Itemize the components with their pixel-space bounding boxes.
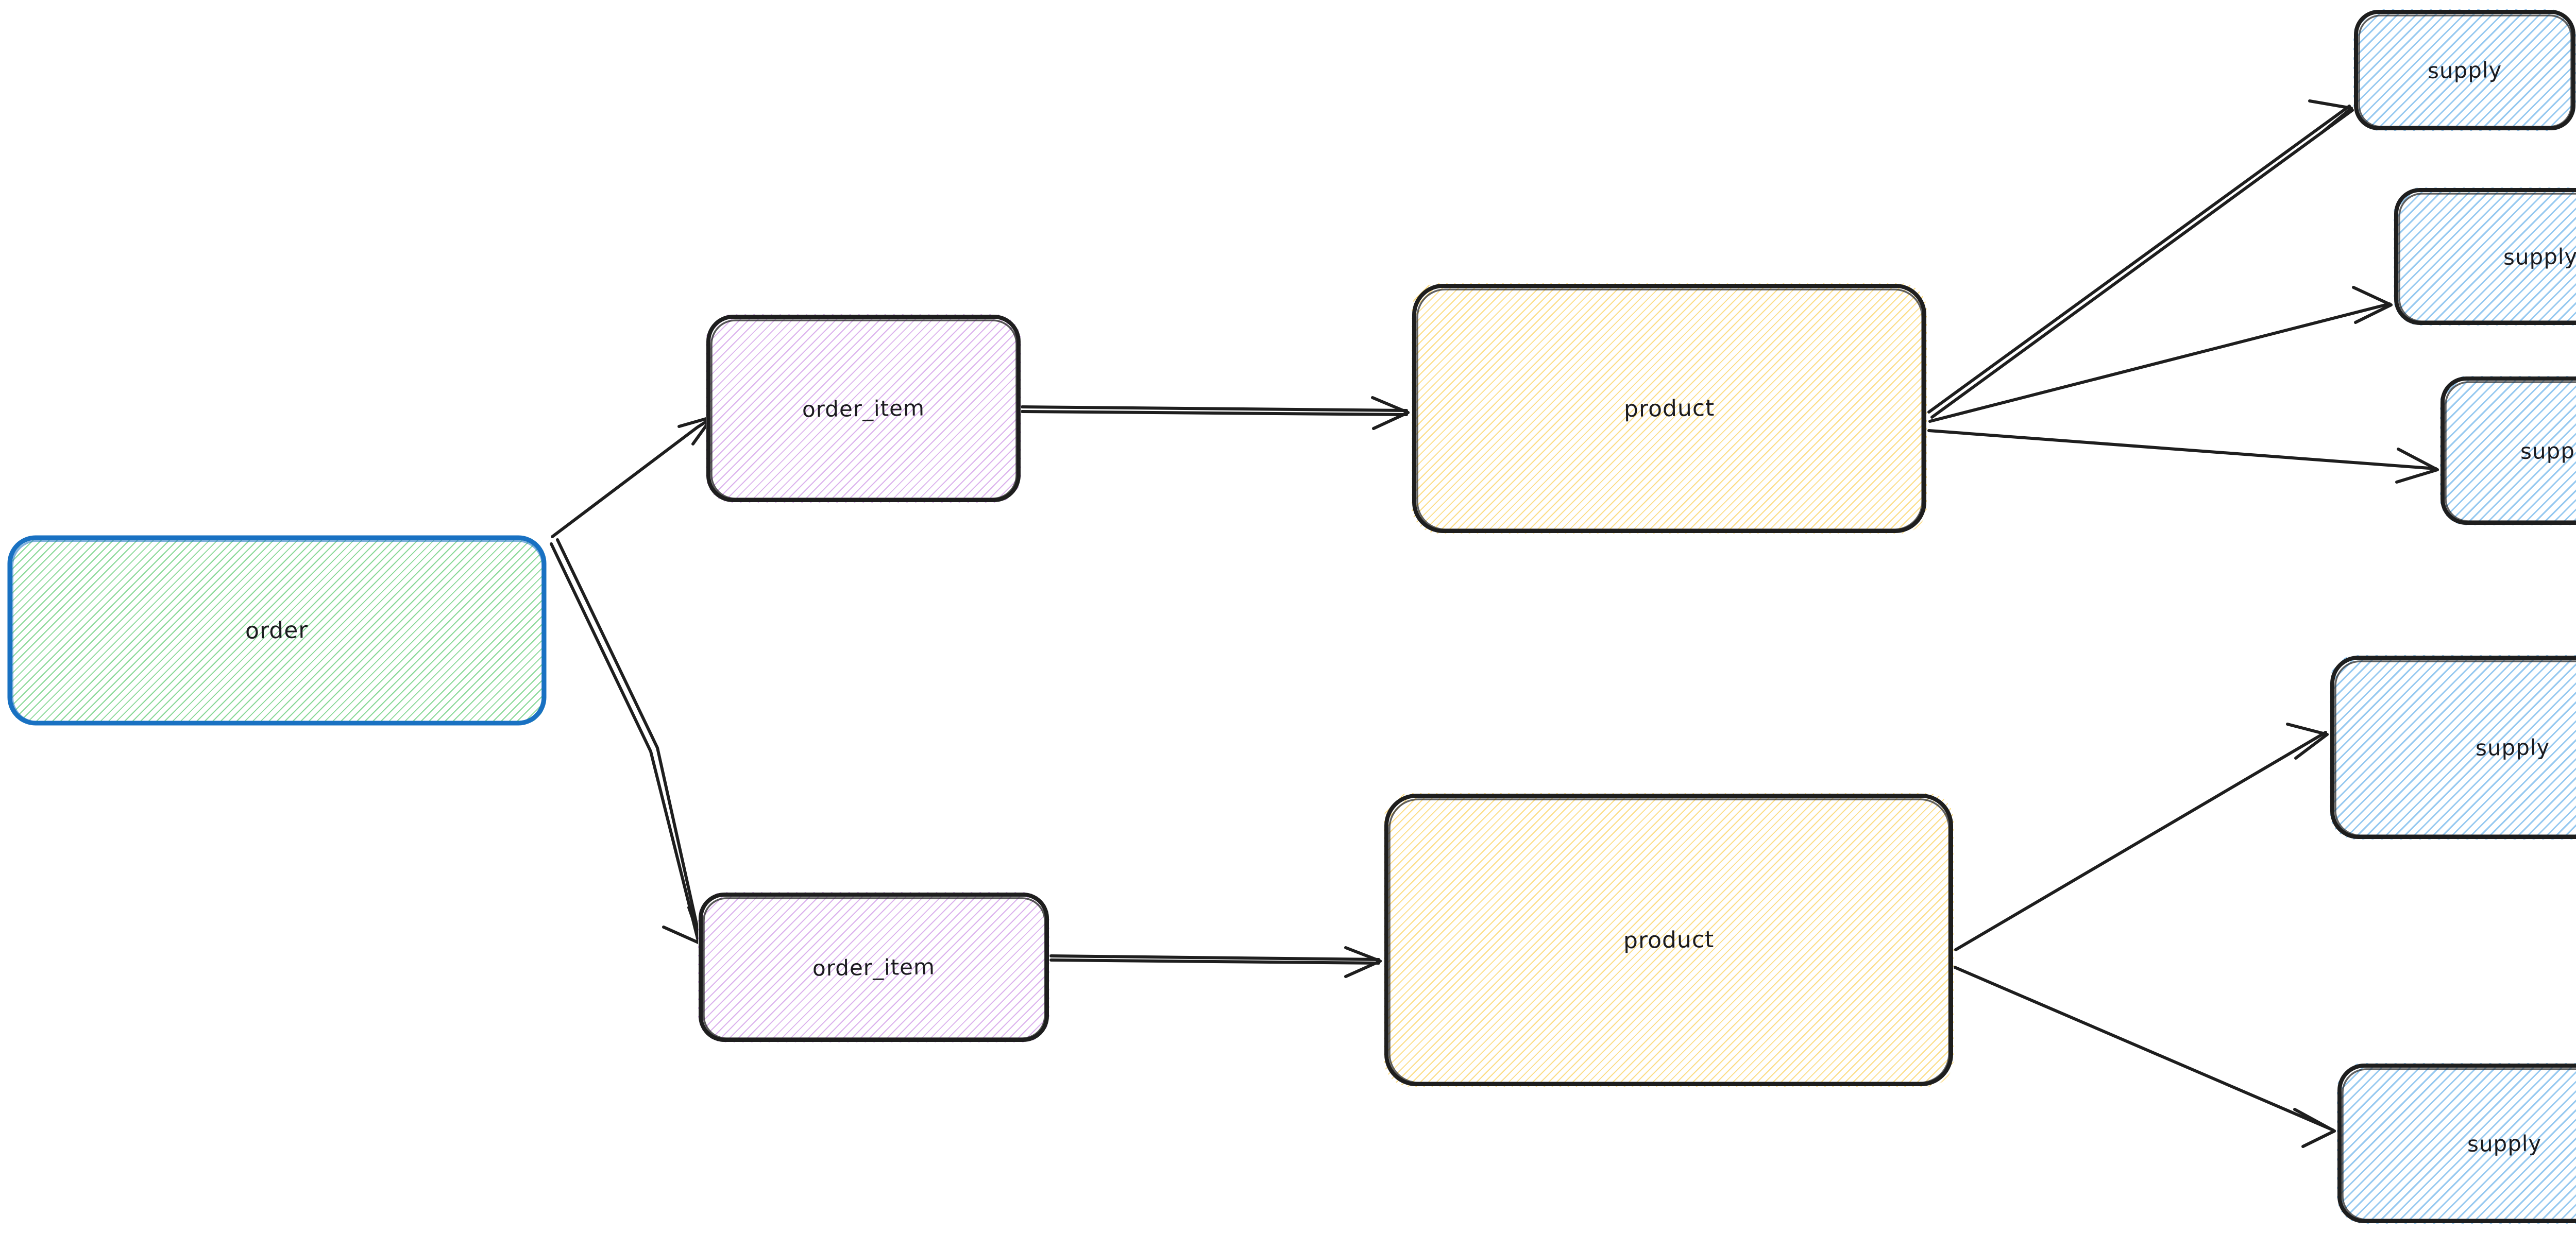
node-label: supply — [2503, 243, 2576, 270]
node-order-item-2[interactable]: order_item — [698, 892, 1049, 1042]
node-label: supply — [2467, 1130, 2542, 1157]
node-supply-3[interactable]: supply — [2440, 376, 2576, 525]
node-label: order_item — [802, 395, 925, 422]
node-supply-2[interactable]: supply — [2394, 187, 2576, 326]
node-label: order — [245, 616, 309, 644]
node-supply-5[interactable]: supply — [2337, 1063, 2576, 1224]
node-label: product — [1623, 395, 1715, 422]
edge-product-1-to-supply-1 — [1927, 99, 2354, 419]
edge-product-1-to-supply-2 — [1928, 286, 2393, 423]
node-label: product — [1623, 926, 1715, 954]
node-product-1[interactable]: product — [1412, 283, 1927, 534]
node-label: supply — [2520, 437, 2576, 464]
node-label: supply — [2475, 734, 2550, 761]
edge-product-2-to-supply-4 — [1954, 723, 2329, 951]
node-label: order_item — [812, 954, 936, 981]
edge-order-to-order-item-1 — [551, 416, 713, 538]
node-order-item-1[interactable]: order_item — [706, 314, 1021, 503]
edge-product-2-to-supply-5 — [1953, 966, 2336, 1148]
edge-order-item-1-to-product-1 — [1021, 396, 1410, 430]
node-product-2[interactable]: product — [1384, 793, 1954, 1087]
edge-order-item-2-to-product-2 — [1049, 946, 1382, 978]
edge-order-to-order-item-2 — [550, 538, 703, 946]
edge-product-1-to-supply-3 — [1927, 429, 2439, 484]
node-label: supply — [2427, 57, 2502, 83]
node-supply-4[interactable]: supply — [2330, 655, 2576, 840]
node-supply-1[interactable]: supply — [2353, 9, 2576, 131]
node-order[interactable]: order — [7, 535, 547, 726]
